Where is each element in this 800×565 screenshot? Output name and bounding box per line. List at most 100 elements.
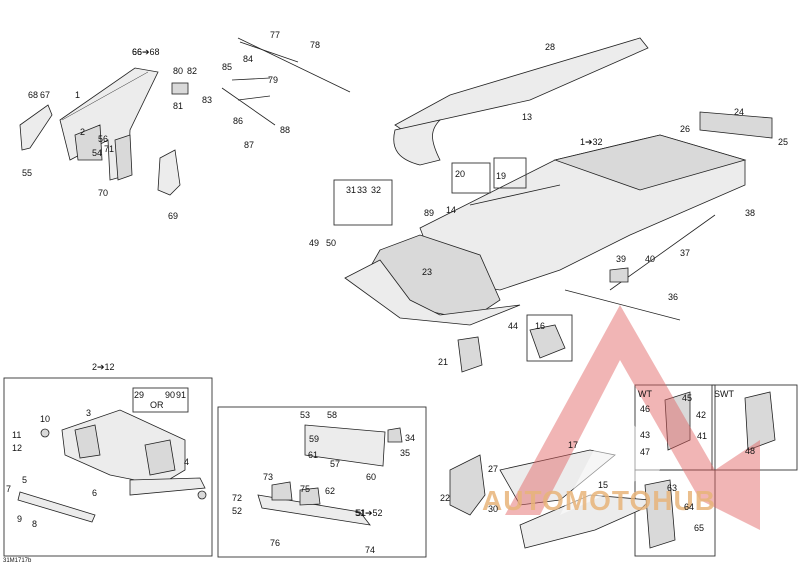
callout-10: 10 [40,414,50,424]
callout-62: 62 [325,486,335,496]
detail-box-16-28 [526,314,573,362]
range-label-51-52: 51➔52 [355,508,383,518]
callout-83: 83 [202,95,212,105]
callout-54: 54 [92,148,102,158]
callout-23: 23 [422,267,432,277]
callout-30: 30 [488,504,498,514]
tunnel-assembly [344,37,773,373]
callout-8: 8 [32,519,37,529]
callout-52: 52 [232,506,242,516]
diagram-id: 31M1717b [3,558,32,564]
callout-71: 71 [104,144,114,154]
callout-3: 3 [86,408,91,418]
callout-48: 48 [745,446,755,456]
callout-11: 11 [12,430,21,440]
callout-7: 7 [6,484,11,494]
callout-15: 15 [598,480,608,490]
callout-68: 68 [28,90,38,100]
callout-41: 41 [697,431,707,441]
callout-33: 33 [357,185,367,195]
callout-28: 28 [545,42,555,52]
callout-79: 79 [268,75,278,85]
watermark-logo [505,305,760,530]
callout-58: 58 [327,410,337,420]
callout-32: 32 [371,185,381,195]
callout-14: 14 [446,205,456,215]
lower-right-box [634,469,716,557]
callout-75: 75 [300,484,310,494]
callout-2: 2 [80,127,85,137]
callout-22: 22 [440,493,450,503]
callout-labels: 66➔68 1➔32 2➔12 51➔52 OR WT SWT 31M1717b… [3,30,788,564]
callout-44: 44 [508,321,518,331]
or-label: OR [150,400,164,410]
callout-12: 12 [12,443,22,453]
callout-9: 9 [17,514,22,524]
callout-90: 90 [165,390,175,400]
callout-45: 45 [682,393,692,403]
callout-78: 78 [310,40,320,50]
callout-29: 29 [134,390,144,400]
callout-26: 26 [680,124,690,134]
callout-56: 56 [98,134,108,144]
swt-label: SWT [714,389,734,399]
callout-16: 16 [535,321,545,331]
callout-5: 5 [22,475,27,485]
detail-box-20-29 [451,162,491,194]
callout-66: 66 [132,47,142,57]
callout-67: 67 [40,90,50,100]
callout-42: 42 [696,410,706,420]
steering-rods [171,37,351,126]
callout-72: 72 [232,493,242,503]
callout-1: 1 [75,90,80,100]
callout-39: 39 [616,254,626,264]
callout-50: 50 [326,238,336,248]
callout-6: 6 [92,488,97,498]
callout-20: 20 [455,169,465,179]
swt-box [711,384,798,471]
subassembly-box [3,377,213,557]
callout-46: 46 [640,404,650,414]
callout-88: 88 [280,125,290,135]
callout-77: 77 [270,30,280,40]
callout-4: 4 [184,457,189,467]
callout-13: 13 [522,112,532,122]
callout-51: 51 [356,508,366,518]
watermark-text: AUTOMOTOHUB [482,485,716,516]
callout-65: 65 [694,523,704,533]
range-label-2-12: 2➔12 [92,362,115,372]
detail-box-28-19 [493,157,527,189]
wt-label: WT [638,389,652,399]
callout-64: 64 [684,502,694,512]
callout-24: 24 [734,107,744,117]
callout-38: 38 [745,208,755,218]
callout-34: 34 [405,433,415,443]
callout-81: 81 [173,101,183,111]
callout-17: 17 [568,440,578,450]
callout-74: 74 [365,545,375,555]
callout-49: 49 [309,238,319,248]
callout-87: 87 [244,140,254,150]
callout-70: 70 [98,188,108,198]
callout-85: 85 [222,62,232,72]
bumper-box [217,406,427,558]
range-label-1-32: 1➔32 [580,137,603,147]
or-box [132,387,189,413]
callout-25: 25 [778,137,788,147]
callout-27: 27 [488,464,498,474]
callout-63: 63 [667,483,677,493]
callout-31: 31 [346,185,356,195]
callout-19: 19 [496,171,506,181]
callout-57: 57 [330,459,340,469]
front-bracket-assembly [19,67,181,196]
callout-40: 40 [645,254,655,264]
range-label-66-68: 66➔68 [132,47,160,57]
callout-89: 89 [424,208,434,218]
bumper-drawing [257,424,403,526]
callout-59: 59 [309,434,319,444]
rear-rail-drawing [449,391,776,549]
callout-35: 35 [400,448,410,458]
subassembly-drawing [17,409,207,523]
callout-21: 21 [438,357,448,367]
